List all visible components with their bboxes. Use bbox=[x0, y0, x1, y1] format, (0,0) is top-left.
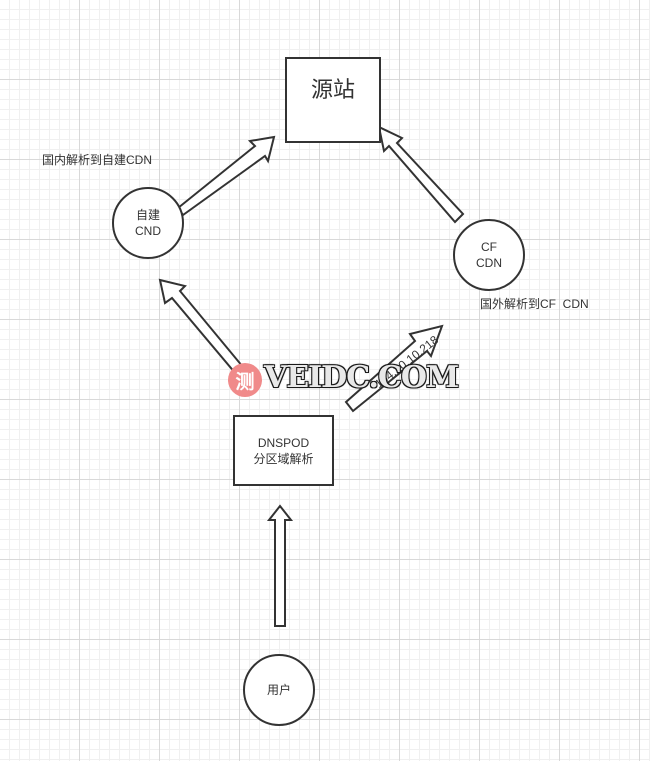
cf-cdn-node: CF CDN bbox=[453, 219, 525, 291]
arrow-cf-cdn-to-origin bbox=[377, 125, 465, 224]
user-node: 用户 bbox=[243, 654, 315, 726]
dnspod-label-line2: 分区域解析 bbox=[253, 451, 314, 466]
arrow-dnspod-to-self-cdn bbox=[158, 278, 245, 376]
foreign-resolution-label: 国外解析到CF CDN bbox=[480, 297, 589, 311]
dnspod-node: DNSPOD 分区域解析 bbox=[233, 415, 334, 486]
cf-cdn-label-line1: CF bbox=[481, 240, 497, 254]
origin-server-label: 源站 bbox=[310, 77, 355, 102]
self-cdn-node: 自建 CND bbox=[112, 187, 184, 259]
domestic-resolution-label: 国内解析到自建CDN bbox=[42, 153, 152, 167]
watermark-text: VEIDC.COM bbox=[264, 360, 459, 395]
arrow-self-cdn-to-origin bbox=[176, 135, 276, 217]
arrow-dnspod-to-cf-cdn bbox=[344, 324, 444, 413]
user-label: 用户 bbox=[266, 683, 291, 697]
watermark-badge: 测 bbox=[228, 363, 262, 397]
dnspod-label-line1: DNSPOD bbox=[257, 435, 310, 450]
arrow-user-to-dnspod bbox=[266, 504, 294, 627]
origin-server-node: 源站 bbox=[285, 57, 381, 143]
self-cdn-label-line1: 自建 bbox=[135, 208, 160, 222]
cf-cdn-label-line2: CDN bbox=[476, 256, 502, 270]
self-cdn-label-line2: CND bbox=[135, 224, 161, 238]
